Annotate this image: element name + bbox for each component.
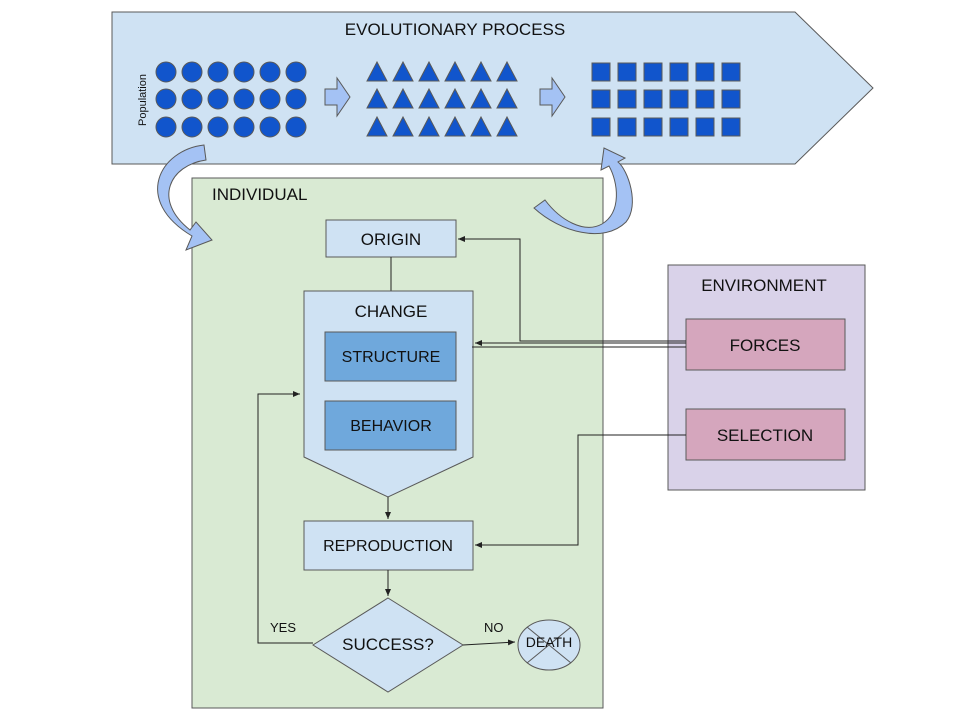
no-arrow	[462, 639, 516, 646]
population-triangle	[444, 87, 466, 109]
population-square	[643, 89, 663, 109]
evolutionary-process-title: EVOLUTIONARY PROCESS	[345, 20, 565, 39]
selection-label: SELECTION	[717, 426, 813, 445]
success-decision	[312, 597, 464, 693]
population-circle	[207, 116, 229, 138]
population-square	[721, 117, 741, 137]
behavior-label: BEHAVIOR	[350, 418, 432, 435]
population-circle	[259, 116, 281, 138]
population-circle	[207, 61, 229, 83]
population-square	[695, 117, 715, 137]
population-circle	[181, 116, 203, 138]
reproduction-box	[303, 520, 474, 571]
population-square	[643, 62, 663, 82]
population-triangle	[418, 60, 440, 82]
structure-label: STRUCTURE	[342, 349, 441, 366]
population-triangle	[418, 87, 440, 109]
population-triangle	[470, 60, 492, 82]
population-triangle	[366, 115, 388, 137]
yes-loop-arrow	[257, 391, 313, 644]
population-square	[695, 62, 715, 82]
population-square	[721, 62, 741, 82]
population-shapes	[155, 60, 741, 138]
stage-arrow-1	[324, 76, 351, 118]
yes-label: YES	[270, 620, 296, 635]
reproduction-label: REPRODUCTION	[323, 538, 453, 555]
population-triangle	[392, 60, 414, 82]
population-square	[669, 117, 689, 137]
population-circle	[285, 116, 307, 138]
death-cross-line-2	[526, 626, 572, 664]
population-circle	[233, 116, 255, 138]
population-triangle	[444, 115, 466, 137]
forces-to-origin-arrow	[458, 236, 686, 342]
behavior-box	[324, 400, 457, 451]
curved-arrow-out-of-individual	[533, 147, 633, 235]
population-triangle	[366, 60, 388, 82]
population-square	[669, 62, 689, 82]
population-circle	[181, 88, 203, 110]
population-triangle	[496, 115, 518, 137]
structure-box	[324, 331, 457, 382]
population-square	[643, 117, 663, 137]
population-circle	[155, 88, 177, 110]
population-triangle	[470, 115, 492, 137]
population-triangle	[470, 87, 492, 109]
environment-title: ENVIRONMENT	[701, 276, 827, 295]
population-square	[695, 89, 715, 109]
population-square	[617, 62, 637, 82]
individual-title: INDIVIDUAL	[212, 185, 307, 204]
population-triangle	[366, 87, 388, 109]
population-square	[591, 62, 611, 82]
population-triangle	[418, 115, 440, 137]
population-triangle	[496, 87, 518, 109]
selection-to-reproduction-arrow	[475, 434, 686, 548]
population-circle	[155, 116, 177, 138]
population-circle	[233, 88, 255, 110]
population-triangle	[496, 60, 518, 82]
population-square	[591, 89, 611, 109]
population-square	[617, 117, 637, 137]
population-circle	[259, 88, 281, 110]
population-circle	[207, 88, 229, 110]
origin-label: ORIGIN	[361, 230, 421, 249]
success-label: SUCCESS?	[342, 635, 434, 654]
population-square	[721, 89, 741, 109]
selection-box	[685, 408, 846, 461]
population-circle	[181, 61, 203, 83]
population-circle	[233, 61, 255, 83]
population-circle	[259, 61, 281, 83]
population-triangle	[444, 60, 466, 82]
population-triangle	[392, 115, 414, 137]
forces-box	[685, 318, 846, 371]
stage-arrow-2	[539, 76, 566, 118]
forces-label: FORCES	[730, 336, 801, 355]
population-square	[591, 117, 611, 137]
population-circle	[285, 88, 307, 110]
death-label: DEATH	[526, 634, 572, 650]
no-label: NO	[484, 620, 504, 635]
population-label: Population	[137, 74, 149, 126]
curved-arrow-into-individual	[157, 144, 213, 251]
change-shape	[303, 290, 474, 498]
change-title: CHANGE	[355, 302, 428, 321]
population-square	[669, 89, 689, 109]
population-square	[617, 89, 637, 109]
origin-box	[325, 219, 457, 258]
population-triangle	[392, 87, 414, 109]
population-circle	[155, 61, 177, 83]
population-circle	[285, 61, 307, 83]
